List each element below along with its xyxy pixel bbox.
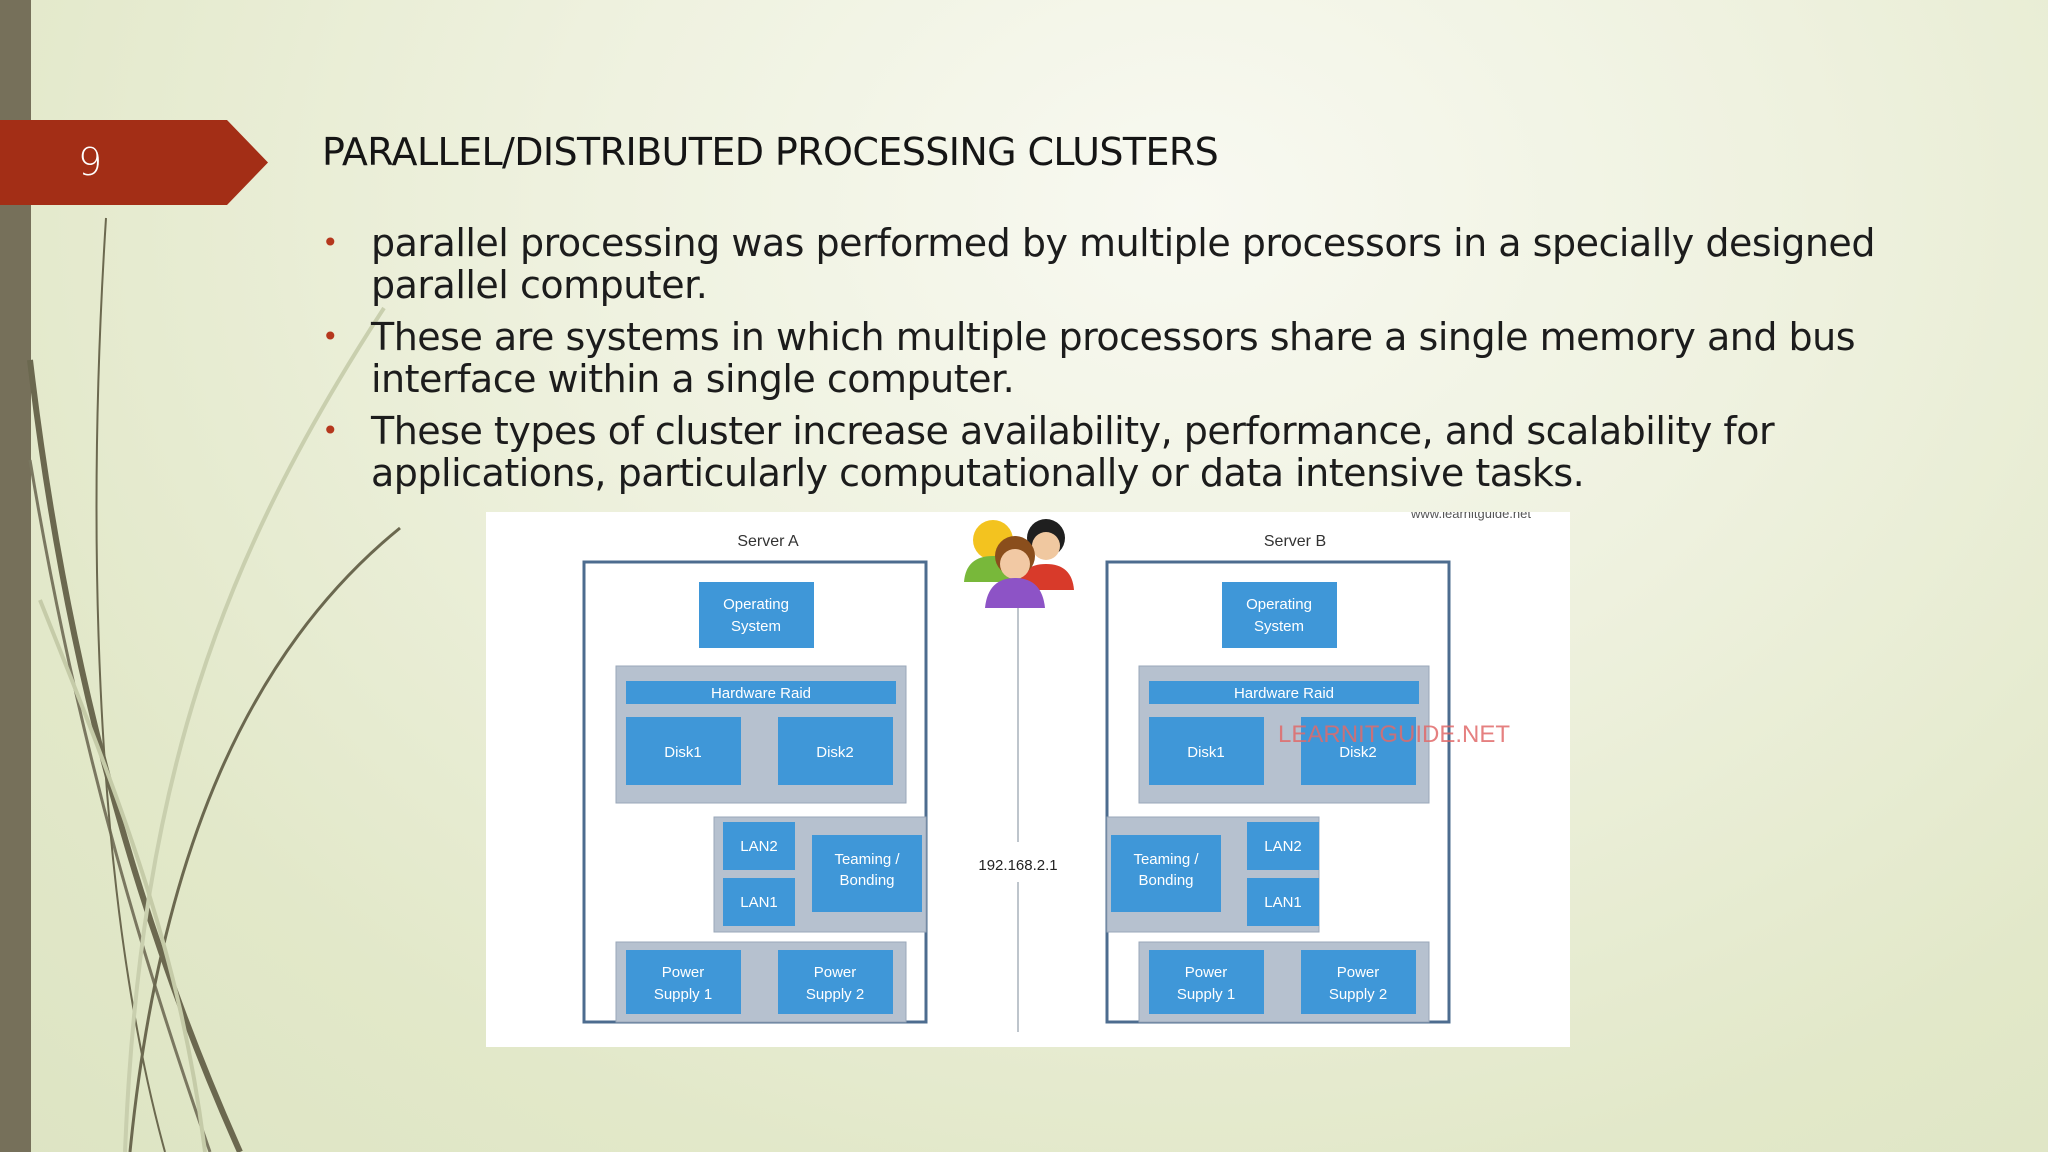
server-b-disk1 <box>1149 717 1264 785</box>
bullet-item: • These are systems in which multiple pro… <box>322 316 1972 400</box>
network-ip: 192.168.2.1 <box>978 857 1057 874</box>
server-b-psu1 <box>1149 950 1264 1014</box>
decorative-swirls <box>27 217 401 1152</box>
slide-number-badge: 9 <box>0 120 268 205</box>
os-label: System <box>1254 618 1304 635</box>
psu-label: Supply 1 <box>654 986 712 1003</box>
server-a-lan1 <box>723 878 795 926</box>
os-label: Operating <box>1246 596 1312 613</box>
slide-number: 9 <box>78 140 103 184</box>
disk2-label: Disk2 <box>816 744 854 761</box>
server-a-raid <box>626 681 896 704</box>
bullet-dot-icon: • <box>322 414 339 447</box>
psu-label: Power <box>1185 964 1228 981</box>
watermark-text: LEARNITGUIDE.NET <box>1278 721 1510 748</box>
lan1-label: LAN1 <box>1264 894 1302 911</box>
bullet-dot-icon: • <box>322 320 339 353</box>
teaming-label: Teaming / <box>1133 851 1199 868</box>
source-url: www.learnitguide.net <box>1410 512 1531 521</box>
server-b-teaming <box>1111 835 1221 912</box>
teaming-label: Teaming / <box>834 851 900 868</box>
server-b-disk2 <box>1301 717 1416 785</box>
psu-label: Supply 2 <box>806 986 864 1003</box>
os-label: Operating <box>723 596 789 613</box>
server-a-psu1 <box>626 950 741 1014</box>
server-b-lan1 <box>1247 878 1319 926</box>
server-b: Server B Operating System Hardware Raid … <box>1105 533 1451 1024</box>
server-a-teaming <box>812 835 922 912</box>
server-a-lan2 <box>723 822 795 870</box>
slide-title: PARALLEL/DISTRIBUTED PROCESSING CLUSTERS <box>322 130 1219 174</box>
disk2-label: Disk2 <box>1339 744 1377 761</box>
server-b-psu2 <box>1301 950 1416 1014</box>
server-a-os-box <box>699 582 814 648</box>
server-a-title: Server A <box>737 533 799 550</box>
cluster-diagram: www.learnitguide.net Server A Operating … <box>486 512 1570 1047</box>
server-b-lan2 <box>1247 822 1319 870</box>
psu-label: Power <box>1337 964 1380 981</box>
raid-label: Hardware Raid <box>1234 685 1334 702</box>
lan1-label: LAN1 <box>740 894 778 911</box>
server-a-disk1 <box>626 717 741 785</box>
bullet-text: These types of cluster increase availabi… <box>371 409 1775 495</box>
teaming-label: Bonding <box>1138 872 1193 889</box>
server-a-psu2 <box>778 950 893 1014</box>
psu-label: Power <box>662 964 705 981</box>
bullet-item: • These types of cluster increase availab… <box>322 410 1972 494</box>
bullet-dot-icon: • <box>322 226 339 259</box>
lan2-label: LAN2 <box>740 838 778 855</box>
raid-label: Hardware Raid <box>711 685 811 702</box>
server-b-title: Server B <box>1264 533 1326 550</box>
teaming-label: Bonding <box>839 872 894 889</box>
psu-label: Supply 1 <box>1177 986 1235 1003</box>
bullet-list: • parallel processing was performed by mu… <box>322 222 1972 504</box>
bullet-text: parallel processing was performed by mul… <box>371 221 1875 307</box>
bullet-item: • parallel processing was performed by mu… <box>322 222 1972 306</box>
lan2-label: LAN2 <box>1264 838 1302 855</box>
users-group-icon <box>964 519 1074 608</box>
bullet-text: These are systems in which multiple proc… <box>371 315 1856 401</box>
server-a-disk2 <box>778 717 893 785</box>
server-b-os-box <box>1222 582 1337 648</box>
server-a: Server A Operating System Hardware Raid … <box>582 533 928 1024</box>
disk1-label: Disk1 <box>664 744 702 761</box>
psu-label: Supply 2 <box>1329 986 1387 1003</box>
disk1-label: Disk1 <box>1187 744 1225 761</box>
psu-label: Power <box>814 964 857 981</box>
os-label: System <box>731 618 781 635</box>
server-b-raid <box>1149 681 1419 704</box>
